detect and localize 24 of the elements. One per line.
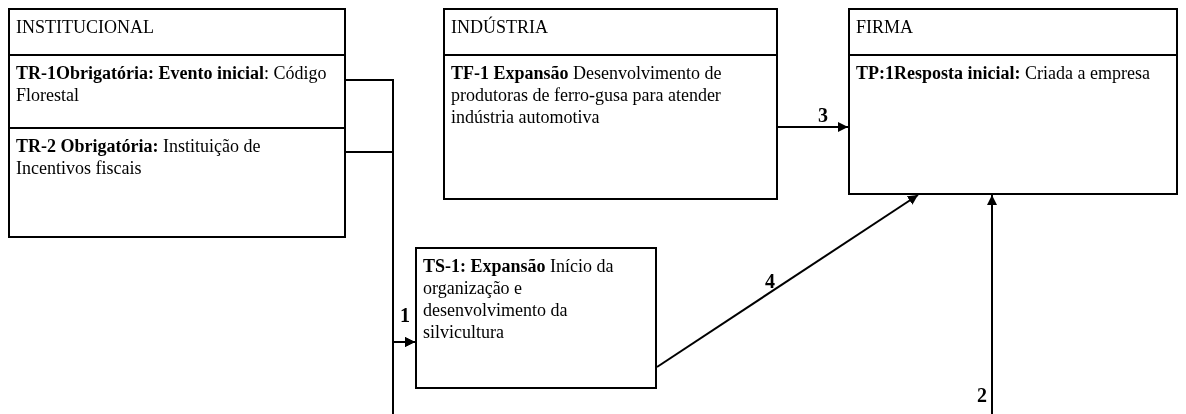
edge-label: 3 <box>818 104 828 126</box>
edge-label: 2 <box>977 384 987 406</box>
edge-label: 4 <box>765 270 775 292</box>
header-box <box>8 8 346 56</box>
arrow <box>345 151 416 347</box>
text-box <box>8 54 346 129</box>
text-box <box>8 127 346 238</box>
box-text: TS-1: Expansão Início da organização e desenvolvimento da silvicultura <box>423 255 615 343</box>
box-text: INSTITUCIONAL <box>16 16 155 38</box>
arrow <box>656 194 919 368</box>
text-box <box>415 247 657 389</box>
box-text: TF-1 Expansão Desenvolvimento de produtoras de ferro-gusa para atender indústria automotiva <box>451 62 723 128</box>
header-box <box>848 8 1178 56</box>
box-text: FIRMA <box>856 16 914 38</box>
text-box <box>848 54 1178 195</box>
arrow <box>987 194 997 414</box>
box-text: TP:1Resposta inicial: Criada a empresa <box>856 62 1151 84</box>
box-text: TR-1Obrigatória: Evento inicial: Código Florestal <box>16 62 328 106</box>
arrow <box>777 122 849 132</box>
text-box <box>443 54 778 200</box>
box-text: TR-2 Obrigatória: Instituição de Incentivos fiscais <box>16 135 262 179</box>
box-text: INDÚSTRIA <box>451 16 549 38</box>
header-box <box>443 8 778 56</box>
edge-label: 1 <box>400 304 410 326</box>
